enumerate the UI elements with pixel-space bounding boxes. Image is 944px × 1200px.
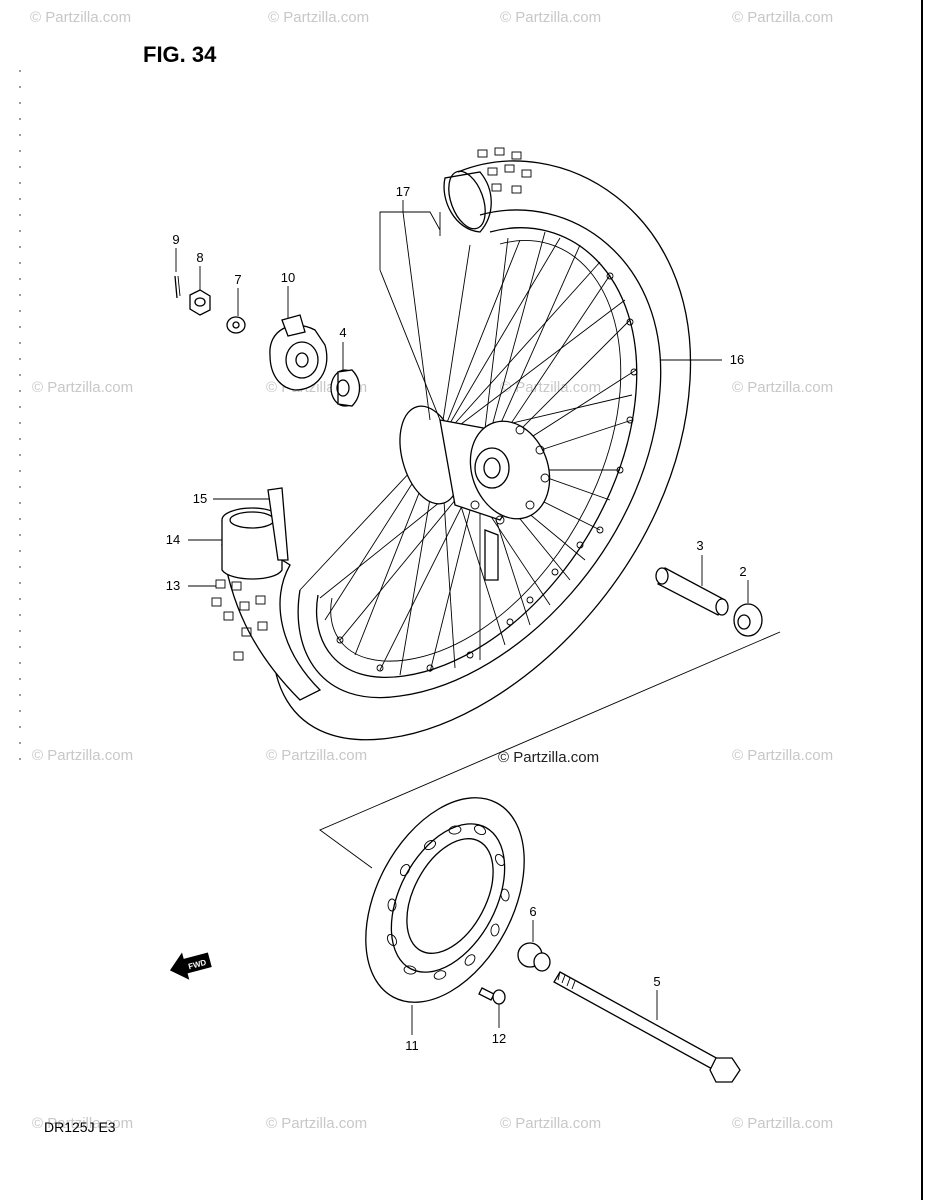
callout-label: 11 xyxy=(405,1038,419,1053)
callout-label: 5 xyxy=(653,974,660,989)
cotter-pin xyxy=(174,275,178,299)
callout-label: 12 xyxy=(492,1031,506,1046)
brake-disc xyxy=(365,797,525,1003)
forward-direction-arrow: FWD xyxy=(169,952,212,980)
watermarks: © Partzilla.com © Partzilla.com © Partzi… xyxy=(30,9,833,1132)
tire-section-left xyxy=(221,544,322,701)
tire-knob xyxy=(215,579,226,589)
watermark: © Partzilla.com xyxy=(732,379,833,396)
tire-knob xyxy=(511,151,522,160)
tire-knob xyxy=(257,621,268,631)
brake-disc-hub xyxy=(406,838,494,954)
bearing-right-bore xyxy=(737,614,751,630)
watermark: © Partzilla.com xyxy=(266,1115,367,1132)
watermark: © Partzilla.com xyxy=(500,379,601,396)
watermark: © Partzilla.com xyxy=(732,9,833,26)
washer-hole xyxy=(232,321,240,329)
bearing-bore xyxy=(336,379,350,397)
axle-nut-hole xyxy=(194,297,206,307)
hub-lower-spoke-pair xyxy=(484,529,499,581)
watermark: © Partzilla.com xyxy=(732,747,833,764)
tire-knob xyxy=(233,651,244,661)
callout-label: 16 xyxy=(730,352,744,367)
tire-section-top xyxy=(443,171,492,233)
watermark-center: © Partzilla.com xyxy=(498,749,599,766)
tire-outer xyxy=(271,160,692,741)
gearbox-face xyxy=(285,341,319,379)
cotter-pin xyxy=(177,275,181,297)
tire-knob xyxy=(255,595,266,605)
axle-head xyxy=(709,1057,741,1083)
watermark: © Partzilla.com xyxy=(32,747,133,764)
tire-knob xyxy=(491,183,502,192)
axle-collar-lip xyxy=(533,952,551,972)
watermark: © Partzilla.com xyxy=(32,1115,133,1132)
watermark: © Partzilla.com xyxy=(30,9,131,26)
brake-disc-inner-ring xyxy=(390,823,506,973)
right-side-parts xyxy=(655,567,763,637)
spacer-end xyxy=(655,567,669,585)
rim-band xyxy=(267,487,289,561)
callout-label: 9 xyxy=(172,232,179,247)
tire-knob xyxy=(504,164,515,173)
tube-section xyxy=(221,520,283,580)
front-wheel-assembly xyxy=(211,147,692,741)
rim-outer xyxy=(316,227,638,678)
tire-knob xyxy=(477,149,488,158)
tire-knob xyxy=(494,147,505,156)
callout-label: 13 xyxy=(166,578,180,593)
fwd-arrow-icon xyxy=(169,952,212,980)
callout-label: 8 xyxy=(196,250,203,265)
axle-nut xyxy=(189,289,211,316)
disc-bolt-shank xyxy=(478,987,495,1001)
spoke-nipples xyxy=(336,272,638,672)
tire-knob xyxy=(239,601,250,611)
axle-thread xyxy=(557,971,576,990)
callout-label: 6 xyxy=(529,904,536,919)
watermark: © Partzilla.com xyxy=(500,9,601,26)
tire-knob xyxy=(241,627,252,637)
hub-spoke-holes xyxy=(470,425,550,525)
front-axle xyxy=(553,971,721,1071)
tire-knob xyxy=(211,597,222,607)
hub-center xyxy=(474,447,510,489)
callout-label: 14 xyxy=(166,532,180,547)
callout-labels: 2 3 4 5 6 7 8 9 10 11 12 13 14 15 16 17 xyxy=(166,184,747,1053)
hub-bore xyxy=(483,457,501,479)
gearbox-bore xyxy=(295,352,309,368)
brake-disc-holes xyxy=(386,824,510,980)
spacer-end xyxy=(715,598,729,616)
tire-knob xyxy=(511,185,522,194)
callout-label: 4 xyxy=(339,325,346,340)
tire-knob xyxy=(231,581,242,591)
callout-label: 7 xyxy=(234,272,241,287)
tire-inner xyxy=(297,209,662,699)
rim-inner xyxy=(330,240,622,662)
gearbox-cable-boss xyxy=(281,314,306,337)
hub-small-parts xyxy=(174,275,361,407)
tire-knob xyxy=(223,611,234,621)
callout-label: 2 xyxy=(739,564,746,579)
watermark: © Partzilla.com xyxy=(32,379,133,396)
tire-section-top-hole xyxy=(448,170,486,230)
disc-bolt-head xyxy=(492,989,506,1005)
brake-disc-assembly xyxy=(365,797,741,1083)
washer xyxy=(226,316,246,334)
watermark: © Partzilla.com xyxy=(732,1115,833,1132)
tire-knob xyxy=(487,167,498,176)
explode-line xyxy=(319,631,781,869)
figure-title: FIG. 34 xyxy=(143,42,217,67)
hub-right-flange xyxy=(469,420,551,520)
model-code: DR125J E3 xyxy=(44,1119,116,1135)
watermark: © Partzilla.com xyxy=(268,9,369,26)
watermark: © Partzilla.com xyxy=(266,747,367,764)
callout-label: 10 xyxy=(281,270,295,285)
callout-label: 15 xyxy=(193,491,207,506)
callout-label: 17 xyxy=(396,184,410,199)
leader-lines xyxy=(175,200,749,1035)
watermark: © Partzilla.com xyxy=(500,1115,601,1132)
tire-knob xyxy=(521,169,532,178)
callout-label: 3 xyxy=(696,538,703,553)
